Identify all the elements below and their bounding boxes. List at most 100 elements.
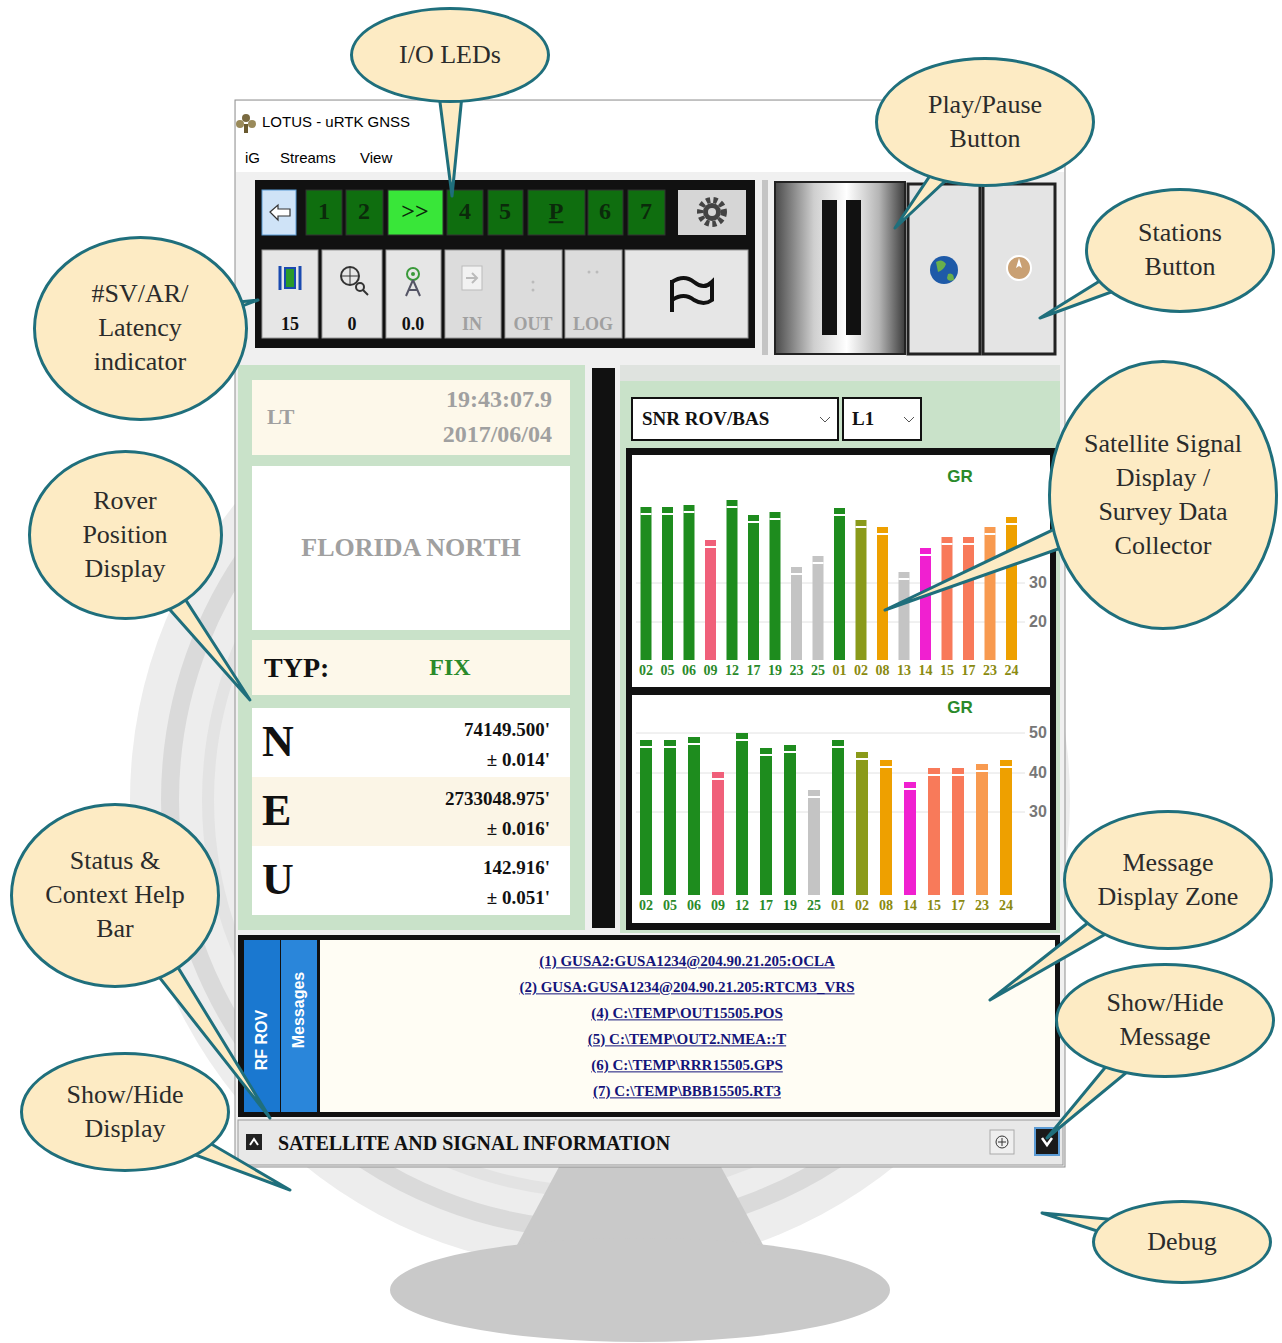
panel-text: N [262, 717, 294, 768]
snr-bars-part [748, 521, 759, 523]
status-bar [238, 1120, 1063, 1165]
callout-text-block: Rover Position Display [53, 484, 197, 585]
snr-bars-part [1000, 760, 1012, 895]
io-led-label: 6 [599, 198, 611, 226]
snr-bars-part [963, 543, 974, 545]
callout-text-block: Show/Hide Display [48, 1078, 203, 1146]
panel-text: (4) C:\TEMP\OUT15505.POS [591, 1005, 783, 1022]
signal-panel-part [620, 365, 1060, 933]
signal-panel-part [632, 398, 838, 440]
app-window-part [930, 256, 958, 284]
satellite-prn: 05 [661, 663, 675, 679]
panel-text: SATELLITE AND SIGNAL INFORMATION [278, 1132, 670, 1155]
snr-bars-part [832, 746, 844, 748]
satellite-prn: 08 [879, 898, 893, 914]
tab-label: RF ROV [253, 1010, 271, 1070]
snr-bars-part [880, 760, 892, 895]
snr-bars-part [899, 578, 910, 580]
indicator-icons-part [462, 266, 482, 290]
panel-text: (5) C:\TEMP\OUT2.NMEA::T [588, 1031, 786, 1048]
app-window-part [762, 180, 768, 355]
snr-bars-part [1006, 523, 1017, 525]
signal-panel-part [904, 417, 914, 422]
panel-text: (2) GUSA:GUSA1234@204.90.21.205:RTCM3_VR… [519, 979, 854, 996]
app-window-part [846, 200, 861, 335]
callout-text: Rover Position Display [53, 484, 197, 585]
callout-text: Debug [1116, 1225, 1249, 1259]
snr-bars-part [1000, 766, 1012, 768]
fix-type-box: TYP:FIX [252, 640, 570, 695]
indicator-icons-part [596, 271, 599, 274]
indicator-icons-part [588, 271, 591, 274]
snr-bars-part [684, 511, 695, 513]
snr-bars-part [920, 554, 931, 556]
axis-tick: 20 [1029, 613, 1047, 631]
indicator-icons-part [532, 281, 535, 284]
snr-bars-part [662, 507, 673, 660]
app-icon-part [244, 124, 248, 133]
monitor-silhouette-part [130, 330, 1070, 1270]
satellite-prn: 14 [903, 898, 917, 914]
app-icon-part [248, 120, 256, 128]
panel-text: (6) C:\TEMP\RRR15505.GPS [591, 1057, 783, 1074]
led-boxes-part [346, 190, 383, 235]
indicator-icons-part [407, 268, 419, 280]
snr-bars [640, 500, 1017, 895]
message-list: (1) GUSA2:GUSA1234@204.90.21.205:OCLA(2)… [320, 940, 1055, 1112]
io-led-label: P [549, 198, 564, 226]
signal-panel-part [626, 448, 1056, 930]
snr-bars-part [877, 533, 888, 535]
satellite-prn: 06 [682, 663, 696, 679]
satellite-prn: 01 [831, 898, 845, 914]
callout-bubble: Debug [1092, 1200, 1272, 1284]
panel-text: ± 0.016' [487, 818, 550, 840]
snr-bars-part [641, 507, 652, 660]
io-led-label: 2 [358, 198, 370, 226]
snr-bars-part [963, 537, 974, 660]
callout-text: Show/Hide Message [1084, 986, 1247, 1054]
satellite-prn: 01 [833, 663, 847, 679]
app-window-part [908, 184, 980, 354]
callout-bubble: I/O LEDs [350, 7, 550, 103]
snr-bars-part [899, 572, 910, 660]
indicator-boxes-part [445, 250, 501, 338]
snr-bars-part [727, 506, 738, 508]
panel-text: 2017/06/04 [443, 421, 552, 449]
message-area-part [281, 940, 317, 1112]
satellite-prn: 02 [639, 898, 653, 914]
app-icon [236, 114, 256, 133]
snr-bars-part [770, 512, 781, 660]
callout-text: Play/Pause Button [904, 88, 1067, 156]
window-title: LOTUS - uRTK GNSS [262, 113, 410, 130]
snr-bars-part [760, 748, 772, 895]
indicator-boxes-part [625, 250, 748, 338]
app-icon-part [236, 120, 244, 128]
snr-bars-part [641, 513, 652, 515]
satellite-prn: 24 [999, 898, 1013, 914]
dropdown-value: L1 [852, 408, 874, 430]
monitor-silhouette [130, 330, 1070, 1342]
app-window-part [262, 190, 296, 235]
signal-panel-part [632, 695, 1050, 923]
callout-text: Status & Context Help Bar [38, 844, 193, 945]
snr-bars-part [760, 754, 772, 756]
callout-text: Satellite Signal Display / Survey Data C… [1078, 427, 1248, 562]
satellite-prn: 12 [725, 663, 739, 679]
indicator-icons [280, 266, 712, 312]
menu-item: Streams [280, 149, 336, 166]
signal-panel-part [843, 398, 921, 440]
snr-bars-part [712, 772, 724, 895]
snr-bars-part [705, 546, 716, 548]
app-window [235, 100, 1065, 1167]
callout-bubble: Rover Position Display [28, 450, 223, 620]
snr-bars-part [976, 770, 988, 772]
signal-panel-part [632, 455, 1050, 687]
satellite-prn: 23 [983, 663, 997, 679]
satellite-prn: 02 [855, 898, 869, 914]
snr-bars-part [920, 548, 931, 660]
chart-title: GR [947, 467, 973, 487]
satellite-prn: 17 [962, 663, 976, 679]
message-area-part [244, 940, 280, 1112]
callout-text-block: Debug [1116, 1225, 1249, 1259]
signal-panel-part [620, 365, 1060, 381]
